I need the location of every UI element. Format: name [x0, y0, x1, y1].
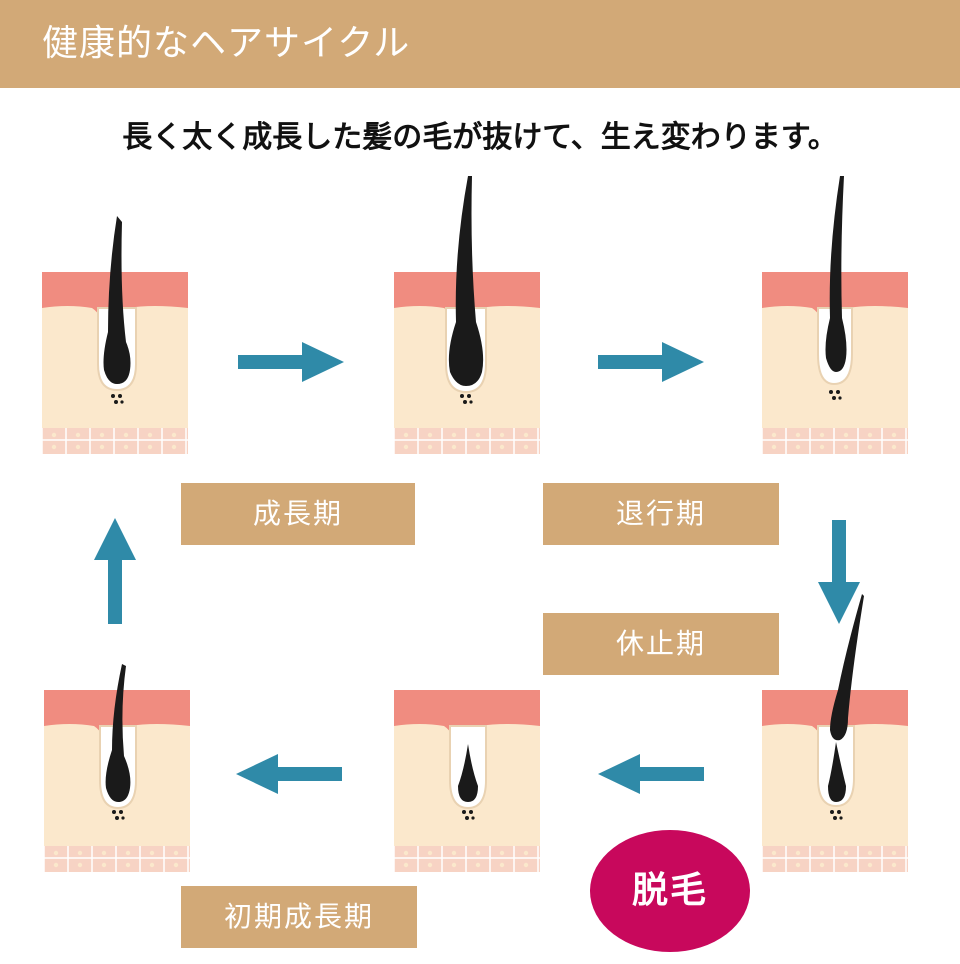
- label-rest: 休止期: [543, 613, 779, 675]
- header-bar: 健康的なヘアサイクル: [0, 0, 960, 88]
- panel-early-growth: [44, 664, 190, 872]
- label-growth: 成長期: [181, 483, 415, 545]
- panel-new-hair: [394, 690, 540, 872]
- arrow-down: [818, 520, 860, 624]
- arrow-right-2: [598, 342, 704, 382]
- label-regression: 退行期: [543, 483, 779, 545]
- subtitle: 長く太く成長した髪の毛が抜けて、生え変わります。: [122, 120, 838, 155]
- page-title: 健康的なヘアサイクル: [42, 23, 411, 64]
- arrow-right-1: [238, 342, 344, 382]
- shedding-badge: 脱毛: [590, 830, 750, 952]
- arrow-up: [94, 518, 136, 624]
- panel-shedding: [762, 594, 908, 872]
- panel-regression: [394, 176, 540, 454]
- arrow-left-2: [236, 754, 342, 794]
- panel-rest-top: [762, 176, 908, 454]
- label-early-growth: 初期成長期: [181, 886, 417, 948]
- panel-growth: [42, 216, 188, 454]
- arrow-left-1: [598, 754, 704, 794]
